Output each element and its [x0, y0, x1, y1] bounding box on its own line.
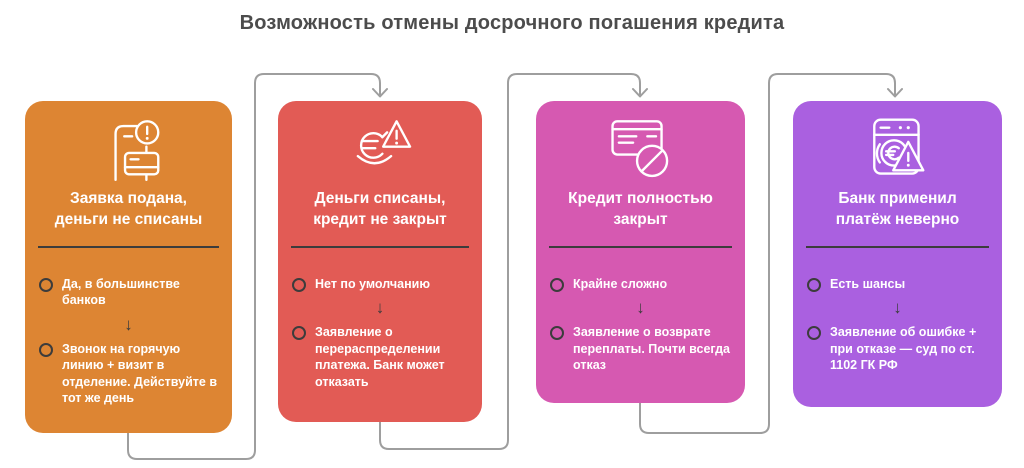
ring-bullet-icon [550, 326, 564, 341]
euro-redirect-warning-icon [356, 120, 412, 165]
card-point: Крайне сложно [549, 276, 732, 293]
ring-bullet-icon [39, 342, 53, 357]
down-arrow-icon: ↓ [636, 298, 645, 318]
ring-bullet-icon [550, 277, 564, 292]
down-arrow-icon: ↓ [124, 314, 133, 334]
card-title: Заявка подана, деньги не списаны [54, 190, 203, 228]
ring-bullet-icon [292, 277, 306, 292]
down-arrow-icon: ↓ [893, 298, 902, 318]
ring-bullet-icon [292, 326, 306, 341]
card-blocked-icon [610, 120, 668, 178]
card-point: Заявление об ошибке + при отказе — суд п… [806, 324, 989, 374]
stage-card-loan-closed: Кредит полностью закрыт Крайне сложно ↓ … [536, 101, 745, 403]
card-point: Есть шансы [806, 276, 989, 293]
card-divider [291, 245, 469, 248]
terminal-euro-warning-icon [872, 118, 924, 175]
card-point: Нет по умолчанию [291, 276, 469, 293]
stage-card-request-submitted: Заявка подана, деньги не списаны Да, в б… [25, 101, 232, 433]
connector-1-arrowhead [372, 88, 388, 98]
ring-bullet-icon [39, 277, 53, 292]
phone-bill-alert-icon [113, 120, 159, 182]
stage-card-wrong-payment: Банк применил платёж неверно Есть шансы … [793, 101, 1002, 407]
card-point: Заявление о перераспределении платежа. Б… [291, 324, 469, 390]
card-point: Заявление о возврате переплаты. Почти вс… [549, 324, 732, 374]
connector-3-arrowhead [887, 88, 903, 98]
down-arrow-icon: ↓ [375, 298, 385, 318]
connector-2-arrowhead [632, 88, 648, 98]
card-divider [549, 245, 732, 248]
card-divider [38, 245, 219, 248]
card-point: Звонок на горячую линию + визит в отделе… [38, 341, 219, 407]
ring-bullet-icon [807, 277, 821, 292]
card-divider [806, 245, 989, 248]
card-title: Кредит полностью закрыт [568, 190, 713, 228]
card-point: Да, в большинстве банков [38, 276, 219, 309]
page-title: Возможность отмены досрочного погашения … [239, 12, 785, 34]
stage-card-money-debited: Деньги списаны, кредит не закрыт Нет по … [278, 101, 482, 422]
card-title: Деньги списаны, кредит не закрыт [313, 190, 447, 228]
card-title: Банк применил платёж неверно [835, 190, 960, 228]
ring-bullet-icon [807, 326, 821, 341]
